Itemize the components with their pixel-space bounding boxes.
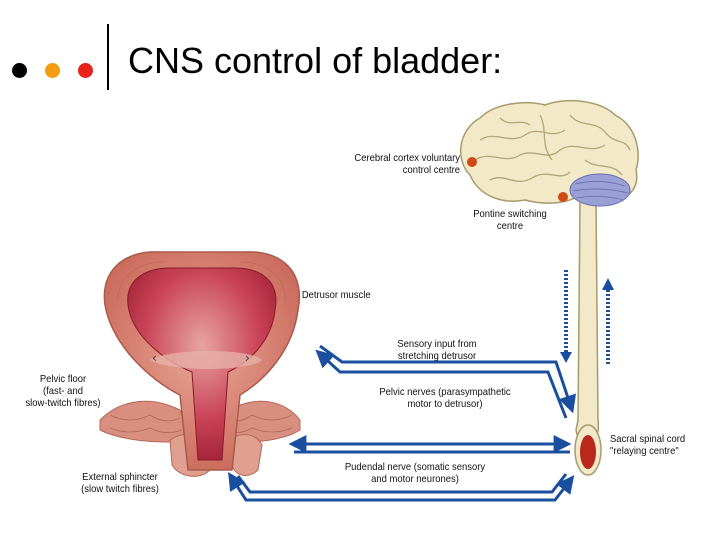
pontine-centre-dot <box>558 192 568 202</box>
bullet-dot-orange <box>45 63 60 78</box>
sensory-pathway <box>315 349 568 419</box>
bullet-dot-black <box>12 63 27 78</box>
ascending-arrowhead <box>602 278 614 290</box>
svg-text:›: › <box>245 351 250 365</box>
brain <box>460 99 639 207</box>
bullet-dot-red <box>78 63 93 78</box>
descending-arrowhead <box>560 352 572 363</box>
sacral-relay-marker <box>580 435 596 469</box>
slide-title: CNS control of bladder: <box>128 40 503 81</box>
label-external-sphincter: External sphincter(slow twitch fibres) <box>81 471 159 495</box>
title-divider <box>107 24 109 90</box>
pudendal-lower <box>228 471 575 502</box>
cortex-centre-dot <box>467 157 477 167</box>
label-sacral-cord: Sacral spinal cord"relaying centre" <box>610 433 686 457</box>
svg-text:‹: ‹ <box>152 351 157 365</box>
bladder: ‹ › <box>103 251 300 471</box>
spinal-cord <box>575 199 600 443</box>
pelvic-nerve-pathway <box>319 344 576 414</box>
label-detrusor: Detrusor muscle <box>301 289 371 301</box>
